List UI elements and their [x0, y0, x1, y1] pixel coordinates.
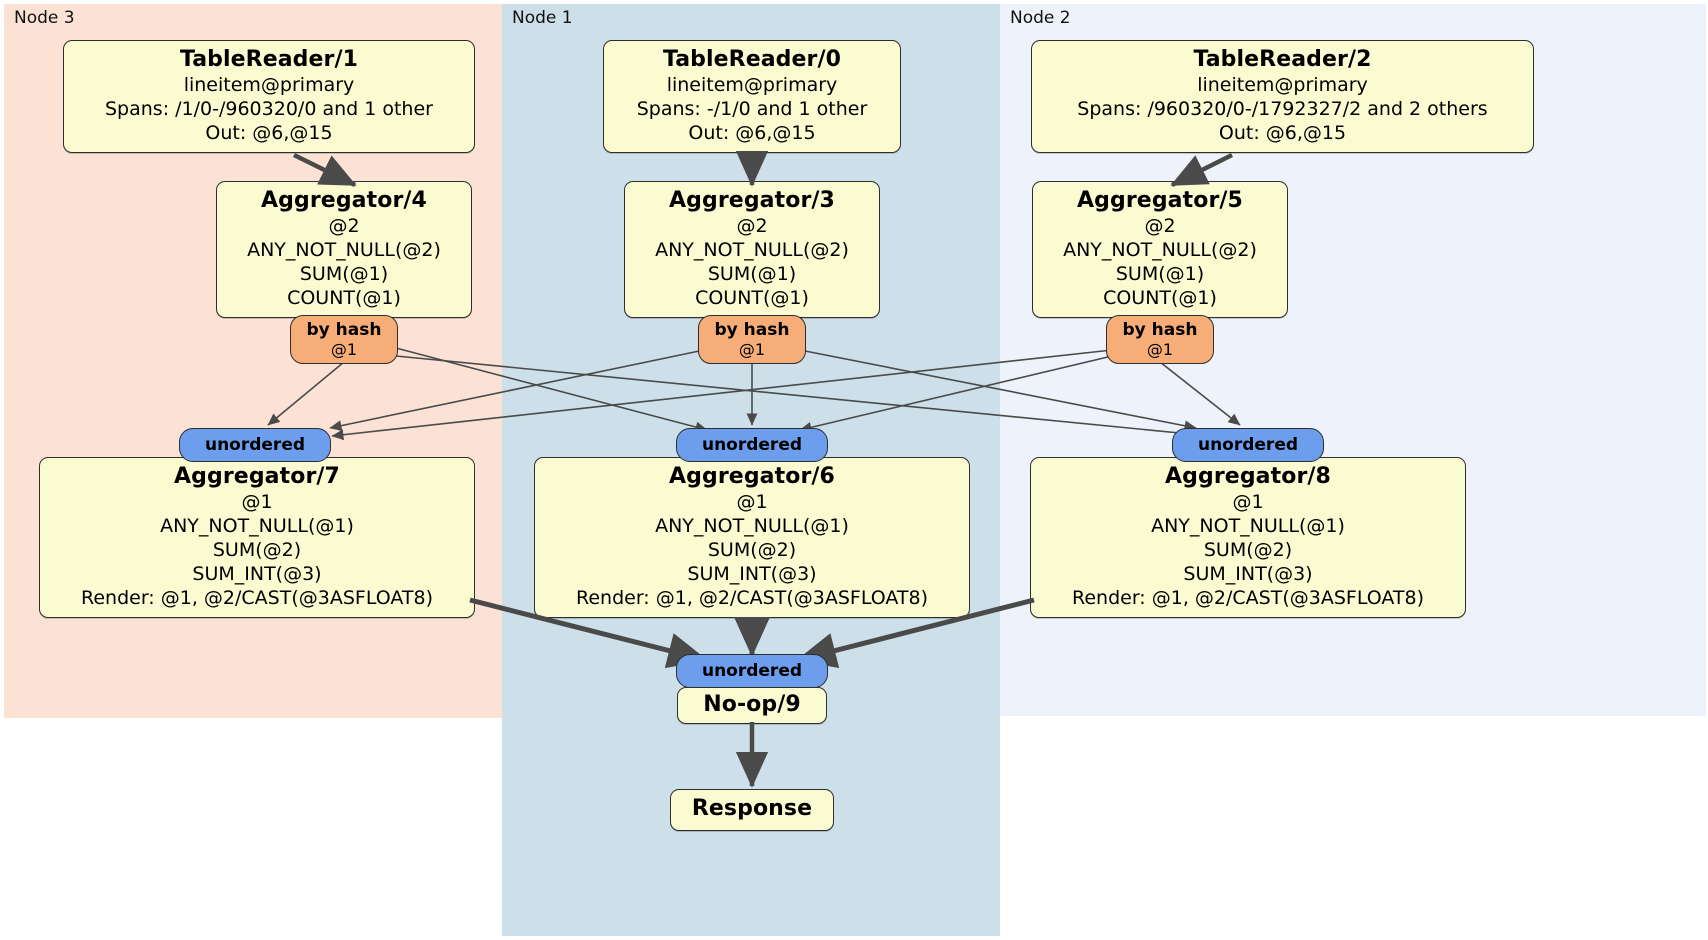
processor-detail: @2 — [328, 215, 360, 237]
processor-detail: SUM_INT(@3) — [1183, 563, 1313, 585]
processor-box-aggregator-8[interactable]: Aggregator/8 @1 ANY_NOT_NULL(@1) SUM(@2)… — [1030, 457, 1466, 618]
hash-router-output-left[interactable]: by hash @1 — [290, 315, 398, 364]
processor-detail: SUM(@1) — [707, 263, 797, 285]
processor-detail: COUNT(@1) — [695, 287, 809, 309]
synchronizer-label: unordered — [204, 435, 306, 455]
processor-title: Aggregator/6 — [669, 464, 835, 489]
processor-box-noop-9[interactable]: No-op/9 — [677, 687, 827, 724]
unordered-synchronizer-left[interactable]: unordered — [179, 428, 331, 462]
processor-box-tablereader-0[interactable]: TableReader/0 lineitem@primary Spans: -/… — [603, 40, 901, 153]
processor-box-aggregator-4[interactable]: Aggregator/4 @2 ANY_NOT_NULL(@2) SUM(@1)… — [216, 181, 472, 318]
processor-detail: SUM(@2) — [707, 539, 797, 561]
processor-title: Aggregator/3 — [669, 188, 835, 213]
processor-title: TableReader/2 — [1193, 47, 1372, 72]
processor-detail: @2 — [1144, 215, 1176, 237]
processor-title: Aggregator/7 — [174, 464, 340, 489]
router-sublabel: @1 — [1146, 340, 1174, 359]
hash-router-output-center[interactable]: by hash @1 — [698, 315, 806, 364]
processor-detail: @1 — [1232, 491, 1264, 513]
processor-title: TableReader/0 — [662, 47, 842, 72]
processor-detail: ANY_NOT_NULL(@2) — [247, 239, 441, 261]
processor-box-aggregator-7[interactable]: Aggregator/7 @1 ANY_NOT_NULL(@1) SUM(@2)… — [39, 457, 475, 618]
processor-box-response[interactable]: Response — [670, 789, 834, 831]
processor-detail: Out: @6,@15 — [1218, 122, 1347, 144]
processor-title: TableReader/1 — [179, 47, 359, 72]
unordered-synchronizer-final[interactable]: unordered — [676, 654, 828, 688]
processor-box-tablereader-1[interactable]: TableReader/1 lineitem@primary Spans: /1… — [63, 40, 475, 153]
processor-detail: Out: @6,@15 — [205, 122, 333, 144]
processor-detail: SUM(@1) — [1115, 263, 1205, 285]
processor-detail: SUM_INT(@3) — [192, 563, 322, 585]
processor-detail: ANY_NOT_NULL(@1) — [1151, 515, 1345, 537]
processor-title: Response — [691, 796, 813, 821]
processor-detail: ANY_NOT_NULL(@1) — [160, 515, 354, 537]
node-panel-label: Node 2 — [1010, 8, 1071, 28]
synchronizer-label: unordered — [701, 435, 803, 455]
processor-detail: ANY_NOT_NULL(@2) — [655, 239, 849, 261]
processor-detail: lineitem@primary — [666, 74, 838, 96]
processor-detail: @1 — [736, 491, 768, 513]
processor-detail: @2 — [736, 215, 768, 237]
node-panel-label: Node 1 — [512, 8, 573, 28]
synchronizer-label: unordered — [701, 661, 803, 681]
processor-title: No-op/9 — [703, 692, 801, 717]
processor-box-tablereader-2[interactable]: TableReader/2 lineitem@primary Spans: /9… — [1031, 40, 1534, 153]
unordered-synchronizer-right[interactable]: unordered — [1172, 428, 1324, 462]
router-label: by hash — [714, 320, 790, 340]
processor-box-aggregator-5[interactable]: Aggregator/5 @2 ANY_NOT_NULL(@2) SUM(@1)… — [1032, 181, 1288, 318]
processor-detail: Out: @6,@15 — [688, 122, 816, 144]
processor-detail: SUM(@2) — [212, 539, 302, 561]
router-label: by hash — [1122, 320, 1198, 340]
processor-detail: Spans: /1/0-/960320/0 and 1 other — [105, 98, 433, 120]
processor-detail: Render: @1, @2/CAST(@3ASFLOAT8) — [576, 587, 928, 609]
processor-detail: COUNT(@1) — [287, 287, 401, 309]
processor-box-aggregator-3[interactable]: Aggregator/3 @2 ANY_NOT_NULL(@2) SUM(@1)… — [624, 181, 880, 318]
router-sublabel: @1 — [738, 340, 766, 359]
router-label: by hash — [306, 320, 382, 340]
processor-detail: ANY_NOT_NULL(@1) — [655, 515, 849, 537]
processor-title: Aggregator/5 — [1077, 188, 1243, 213]
processor-detail: Spans: /960320/0-/1792327/2 and 2 others — [1077, 98, 1488, 120]
synchronizer-label: unordered — [1197, 435, 1299, 455]
unordered-synchronizer-center[interactable]: unordered — [676, 428, 828, 462]
processor-detail: SUM(@1) — [299, 263, 389, 285]
router-sublabel: @1 — [330, 340, 358, 359]
processor-detail: @1 — [241, 491, 273, 513]
processor-title: Aggregator/8 — [1165, 464, 1331, 489]
processor-detail: lineitem@primary — [1197, 74, 1368, 96]
processor-detail: Render: @1, @2/CAST(@3ASFLOAT8) — [1072, 587, 1424, 609]
processor-detail: Render: @1, @2/CAST(@3ASFLOAT8) — [81, 587, 433, 609]
processor-detail: SUM(@2) — [1203, 539, 1293, 561]
processor-detail: COUNT(@1) — [1103, 287, 1217, 309]
processor-detail: SUM_INT(@3) — [687, 563, 817, 585]
processor-box-aggregator-6[interactable]: Aggregator/6 @1 ANY_NOT_NULL(@1) SUM(@2)… — [534, 457, 970, 618]
node-panel-label: Node 3 — [14, 8, 75, 28]
processor-detail: lineitem@primary — [183, 74, 355, 96]
processor-detail: ANY_NOT_NULL(@2) — [1063, 239, 1257, 261]
hash-router-output-right[interactable]: by hash @1 — [1106, 315, 1214, 364]
processor-detail: Spans: -/1/0 and 1 other — [636, 98, 868, 120]
processor-title: Aggregator/4 — [261, 188, 427, 213]
